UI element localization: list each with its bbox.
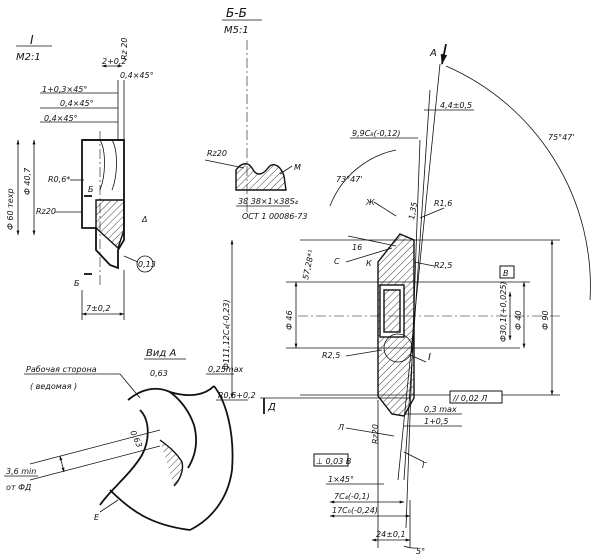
dim-5728: 57,28*¹	[301, 249, 316, 280]
section-bb-scale: М5:1	[224, 25, 249, 36]
label-m: М	[294, 163, 301, 172]
dim-1-45: 1×45°	[328, 475, 354, 484]
dim-73-47: 73°47'	[336, 175, 363, 184]
working-side-label: Рабочая сторона	[26, 365, 97, 374]
dim-40: Ф 40	[514, 310, 523, 330]
dim-r06: R0,6*	[48, 175, 70, 184]
dim-60-tech: Ф 60 техр	[6, 188, 15, 230]
dim-75-47: 75°47'	[548, 133, 575, 142]
view-a-title: Вид А	[146, 348, 176, 359]
dim-rz20-b: Rz20	[371, 424, 380, 444]
dim-2-02: 2+0,2	[102, 57, 127, 66]
dim-30: Ф30,1(+0,025)	[499, 281, 508, 342]
label-lam: Л	[337, 423, 344, 432]
detail-i-view: I М2:1 Ф 60 техр Ф 40,7 2+0,2 Rz 20 1+0,…	[6, 33, 156, 320]
finish-sign: Δ	[141, 215, 147, 224]
section-b-lower: Б	[74, 279, 80, 288]
detail-i-title: I	[30, 33, 34, 47]
label-a-arrow: A	[429, 48, 437, 59]
dim-7-02: 7±0,2	[86, 304, 111, 313]
spline-tooth-section	[235, 163, 287, 191]
dim-44-05: 4,4±0,5	[440, 101, 472, 110]
dim-04-45-b: 0,4×45°	[60, 99, 94, 108]
main-view: A 75°47' Ф111,12C₄(-0,23) Ф 46 Ф30,1(+0,…	[222, 43, 591, 556]
dim-r25-b: R2,5	[322, 351, 340, 360]
driven-label: ( ведомая )	[30, 382, 77, 391]
section-bb-view: Б-Б М5:1 Rz20 М 38 38×1×38S₄ ОСТ 1 00086…	[204, 6, 307, 221]
detail-i-hatched-section	[95, 199, 125, 250]
dim-24-01: 24±0,1	[376, 530, 406, 539]
dim-7c4: 7C₄(-0,1)	[334, 492, 370, 501]
dim-rz20-left: Rz20	[36, 207, 56, 216]
label-d: Д	[267, 402, 276, 413]
dim-90: Ф 90	[541, 310, 550, 330]
spline-designation: 38 38×1×38S₄	[238, 197, 299, 206]
dim-rz20-bb: Rz20	[207, 149, 227, 158]
label-k: К	[366, 259, 372, 268]
label-i-mark: I	[428, 352, 431, 363]
section-bb-title: Б-Б	[226, 6, 247, 20]
dim-063: 0,63	[150, 369, 168, 378]
dim-1-03-45: 1+0,3×45°	[42, 85, 87, 94]
dim-17c6: 17C₆(-0,24)	[332, 506, 378, 515]
section-b-upper: Б	[88, 185, 94, 194]
dim-r05-02: R0,5+0,2	[218, 391, 256, 400]
tolerance-parallel: // 0,02 Л	[452, 394, 487, 403]
dim-rz20-top: Rz 20	[120, 38, 129, 60]
tolerance-perp: ⊥ 0,03 В	[316, 457, 351, 466]
label-g: Г	[422, 461, 427, 470]
dim-99: 9,9C₈(-0,12)	[352, 129, 400, 138]
dim-40-7: Ф 40,7	[23, 167, 32, 195]
dim-r25-a: R2,5	[434, 261, 452, 270]
label-c: С	[334, 257, 340, 266]
gear-tooth-profile	[99, 387, 197, 506]
dim-1-05: 1+0,5	[424, 417, 449, 426]
dim-16: 16	[352, 243, 362, 252]
dim-03max: 0,3 max	[424, 405, 457, 414]
view-a: Вид А Рабочая сторона ( ведомая ) 0,63 0…	[4, 348, 256, 531]
callout-circle	[136, 255, 154, 273]
datum-b: В	[503, 269, 509, 278]
label-e: Е	[94, 513, 100, 522]
detail-i-scale: М2:1	[16, 52, 41, 63]
standard-ref: ОСТ 1 00086-73	[242, 212, 307, 221]
dim-r16: R1,6	[434, 199, 452, 208]
dim-otfd: от ФД	[6, 483, 31, 492]
dim-36min: 3,6 min	[6, 467, 36, 476]
dim-46: Ф 46	[285, 310, 294, 330]
dim-135: 1,35	[407, 201, 419, 220]
dim-0-13: 0,13	[138, 260, 156, 269]
dim-063b: 0,63	[128, 429, 144, 449]
detail-i-marker	[383, 333, 413, 363]
dim-5deg: 5°	[416, 547, 425, 556]
label-zh: Ж	[365, 198, 375, 207]
dim-04-45-c: 0,4×45°	[44, 114, 78, 123]
dim-111: Ф111,12C₄(-0,23)	[222, 299, 231, 370]
dim-04-45-a: 0,4×45°	[120, 71, 154, 80]
dim-025max: 0,25max	[208, 365, 244, 374]
